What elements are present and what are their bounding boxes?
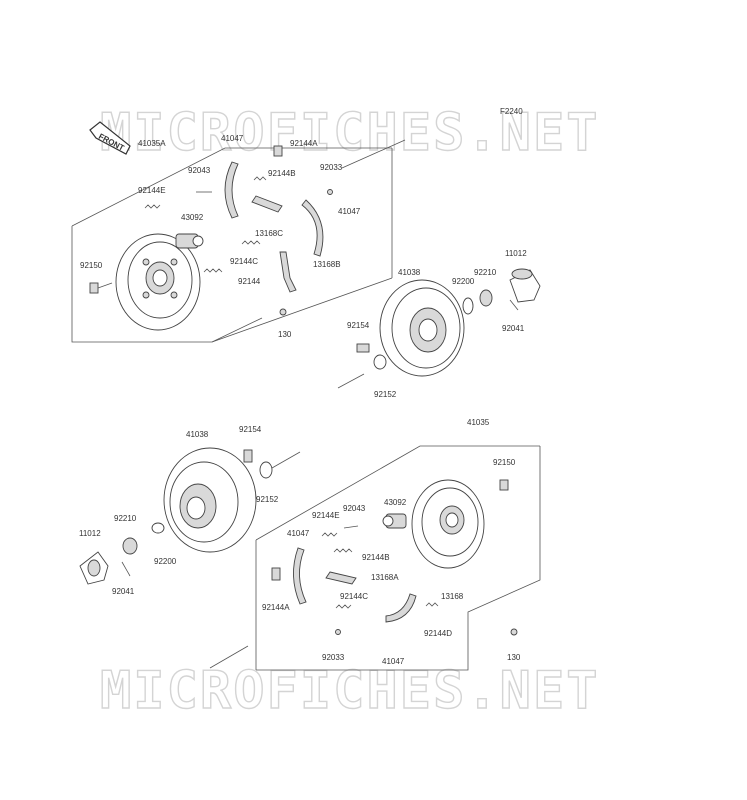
backing-plate-bottom (411, 479, 509, 569)
brake-shoe-bottom (385, 593, 417, 623)
label-11012-top: 11012 (505, 249, 527, 258)
label-92154-top: 92154 (347, 321, 370, 330)
label-92041-bottom: 92041 (112, 587, 135, 596)
label-92043-top: 92043 (188, 166, 211, 175)
watermark-top: MICROFICHES.NET (100, 103, 600, 163)
label-92144D: 92144D (424, 629, 452, 638)
label-92033-top: 92033 (320, 163, 343, 172)
label-92144B-bottom: 92144B (362, 553, 390, 562)
label-130-top: 130 (278, 330, 292, 339)
label-13168C: 13168C (255, 229, 283, 238)
wheel-cylinder-top (175, 233, 204, 249)
top-left-frame (71, 139, 406, 389)
label-41035: 41035 (467, 418, 490, 427)
brake-drum-top (356, 279, 465, 377)
label-92144E-top: 92144E (138, 186, 166, 195)
label-92154-bottom: 92154 (239, 425, 262, 434)
watermark-bottom: MICROFICHES.NET (100, 661, 600, 721)
springs-bottom (321, 525, 518, 636)
label-41047-top: 41047 (221, 134, 244, 143)
label-92200-bottom: 92200 (154, 557, 177, 566)
brake-shoe-top-left (224, 145, 283, 219)
label-41047-bottom-left: 41047 (287, 529, 310, 538)
brake-drum-bottom (163, 447, 273, 553)
wheel-cylinder-bottom (382, 513, 407, 529)
label-92150-top: 92150 (80, 261, 103, 270)
bottom-right-frame (209, 445, 541, 671)
label-92041-top: 92041 (502, 324, 525, 333)
label-92144A-bottom: 92144A (262, 603, 290, 612)
label-92200-top: 92200 (452, 277, 475, 286)
label-43092-top: 43092 (181, 213, 204, 222)
label-92144E-bottom: 92144E (312, 511, 340, 520)
label-13168B: 13168B (313, 260, 341, 269)
label-92210-bottom: 92210 (114, 514, 137, 523)
label-41047-right: 41047 (338, 207, 361, 216)
label-92150-bottom: 92150 (493, 458, 516, 467)
hub-parts-bottom (79, 522, 165, 585)
label-13168A: 13168A (371, 573, 399, 582)
label-41047-bottom: 41047 (382, 657, 405, 666)
diagram-code: F2240 (500, 107, 523, 116)
brake-shoe-bottom-left (271, 547, 307, 605)
label-41035A: 41035A (138, 139, 166, 148)
label-13168-bottom: 13168 (441, 592, 464, 601)
label-92144-top: 92144 (238, 277, 261, 286)
label-43092-bottom: 43092 (384, 498, 407, 507)
label-92210-top: 92210 (474, 268, 497, 277)
label-92033-bottom: 92033 (322, 653, 345, 662)
levers-bottom (325, 571, 357, 585)
label-92152-top: 92152 (374, 390, 397, 399)
label-92144A-top: 92144A (290, 139, 318, 148)
label-41038-bottom: 41038 (186, 430, 209, 439)
label-92144C-bottom: 92144C (340, 592, 368, 601)
label-130-bottom: 130 (507, 653, 521, 662)
springs-top (144, 176, 333, 273)
hub-parts-top (462, 268, 541, 315)
label-41038-top: 41038 (398, 268, 421, 277)
brake-shoe-top-right (301, 199, 324, 257)
backing-plate-top (115, 233, 201, 331)
label-92043-bottom: 92043 (343, 504, 366, 513)
levers-top (251, 195, 297, 316)
label-92152-bottom: 92152 (256, 495, 279, 504)
label-92144B-top: 92144B (268, 169, 296, 178)
label-11012-bottom: 11012 (79, 529, 101, 538)
bolt-top (89, 282, 113, 294)
label-92144C-top: 92144C (230, 257, 258, 266)
